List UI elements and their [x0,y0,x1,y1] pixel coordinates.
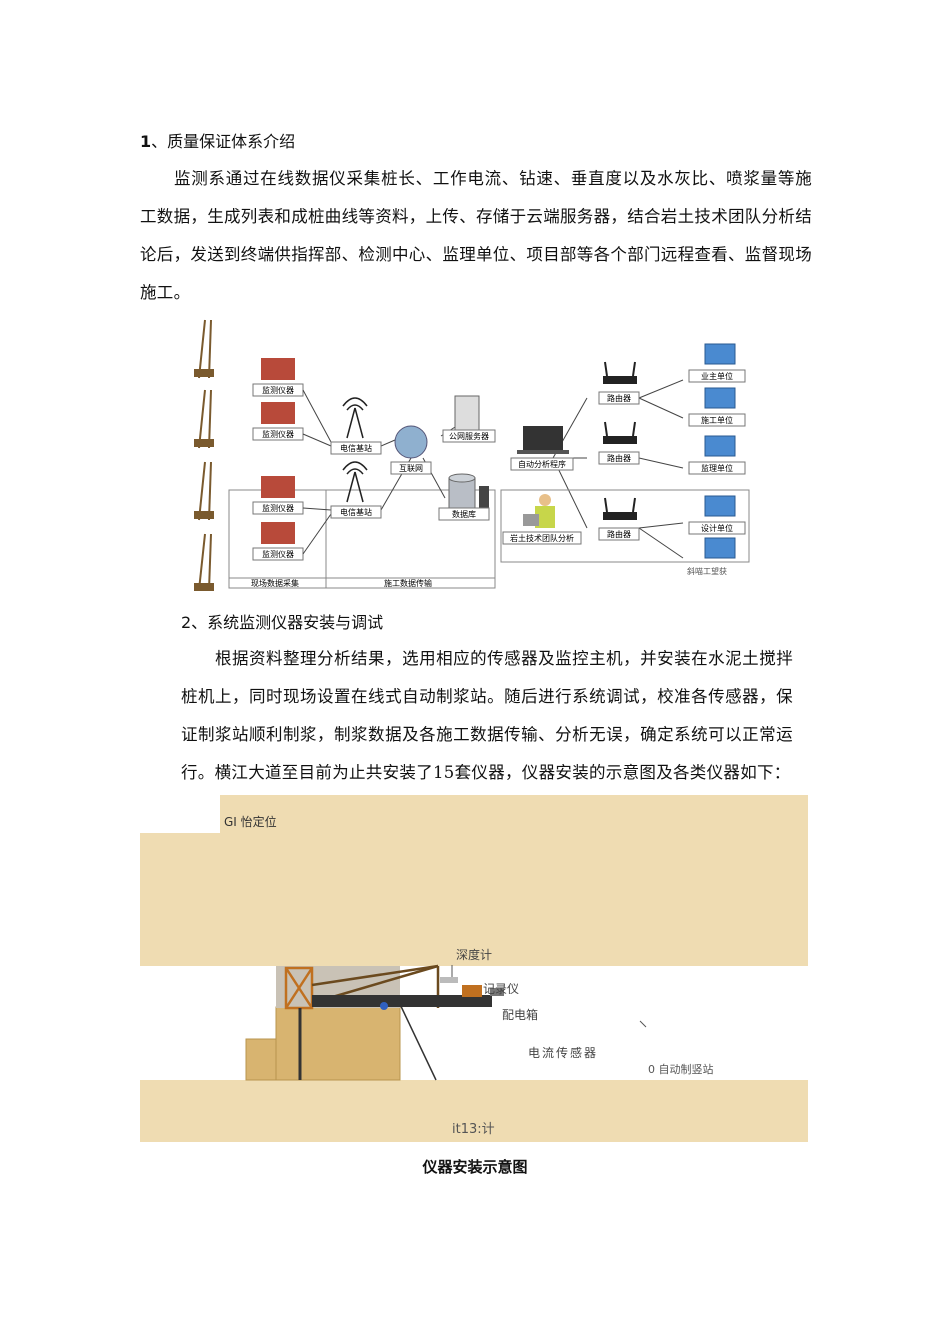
system-architecture-diagram: 现场数据采集 施工数据传输 监测仪器 监测仪器 监测仪器 监测仪器 [194,319,750,591]
unit-label-3: 监理单位 [701,463,733,473]
internet-label: 互联网 [399,464,423,473]
base-station-icons [342,397,368,503]
computer-icons [704,343,736,559]
monitor-label-4: 监测仪器 [262,549,294,559]
section2-paragraph: 根据资料整理分析结果，选用相应的传感器及监控主机，并安装在水泥土搅拌桩机上，同时… [181,649,793,782]
current-sensor-label: 电流传感器 [528,1045,598,1060]
router-label-1: 路由器 [607,393,631,403]
watermark-text: 斜喵工望获 [687,566,727,576]
power-box-icon [490,988,504,996]
installation-schematic: GI 怡定位 深度计 记录仪 配电箱 电流传感器 0 自动制竖站 it13:计 [140,795,808,1142]
footer-mid-label: 施工数据传输 [384,578,432,588]
database-icon [448,473,489,512]
engineer-icon [523,494,555,528]
bottom-label: it13:计 [452,1122,495,1137]
monitor-label-2: 监测仪器 [262,429,294,439]
monitor-label-3: 监测仪器 [262,503,294,513]
public-server-label: 公网服务器 [449,431,489,441]
unit-label-1: 业主单位 [701,371,733,381]
internet-globe-icon [394,425,428,459]
power-box-label: 配电箱 [502,1007,538,1022]
router-label-3: 路由器 [607,529,631,539]
footer-left-label: 现场数据采集 [251,578,299,588]
laptop-icon [523,426,563,450]
monitor-device-icons [261,358,295,544]
base-station-label-1: 电信基站 [340,443,372,453]
router-label-2: 路由器 [607,453,631,463]
base-station-label-2: 电信基站 [340,507,372,517]
section2-heading: 2、系统监测仪器安装与调试 [181,613,384,632]
figure-caption: 仪器安装示意图 [422,1158,528,1176]
unit-label-2: 施工单位 [701,415,733,425]
auto-station-label: 0 自动制竖站 [648,1062,714,1076]
piling-rig-icons [194,319,214,591]
auto-program-label: 自动分析程序 [518,459,566,469]
gi-label: GI 怡定位 [224,814,277,829]
recorder-icon [462,985,482,997]
server-icon [454,395,480,433]
recorder-label: 记录仪 [483,982,519,996]
monitor-label-1: 监测仪器 [262,385,294,395]
soil-block [275,1006,401,1081]
database-label: 数据库 [452,509,476,519]
router-icons [603,361,637,520]
unit-label-4: 设计单位 [701,523,733,533]
section1-paragraph: 监测系通过在线数据仪采集桩长、工作电流、钻速、垂直度以及水灰比、喷浆量等施工数据… [140,169,812,302]
geo-team-label: 岩土技术团队分析 [510,533,574,543]
depth-gauge-label: 深度计 [456,947,492,962]
section1-heading: 1、质量保证体系介绍 [140,132,296,151]
